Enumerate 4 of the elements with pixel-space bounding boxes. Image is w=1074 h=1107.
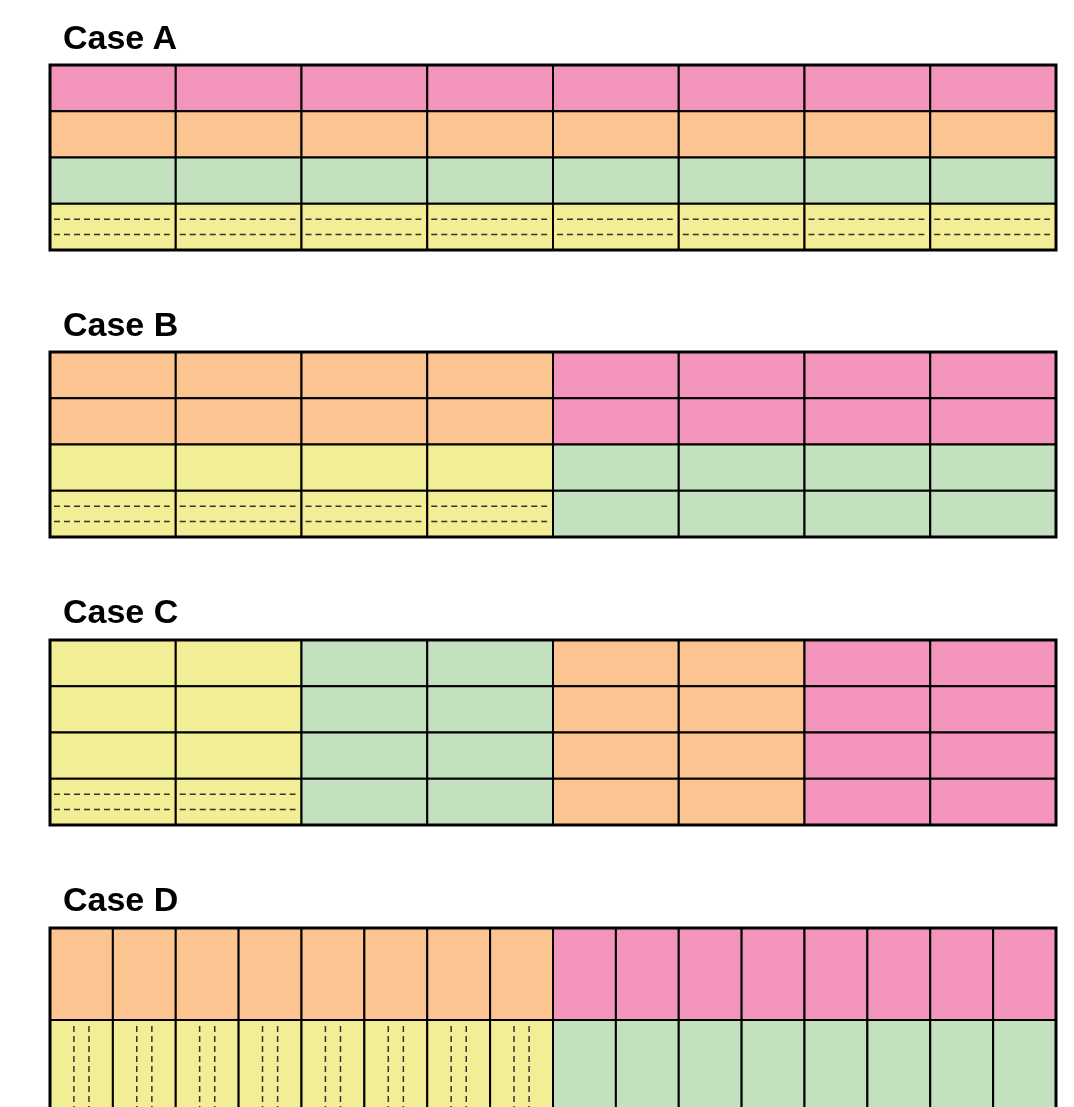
case-heading: Case B [63, 305, 179, 343]
case-heading: Case D [63, 880, 179, 918]
case-heading: Case C [63, 592, 179, 630]
case-heading: Case A [63, 18, 178, 56]
